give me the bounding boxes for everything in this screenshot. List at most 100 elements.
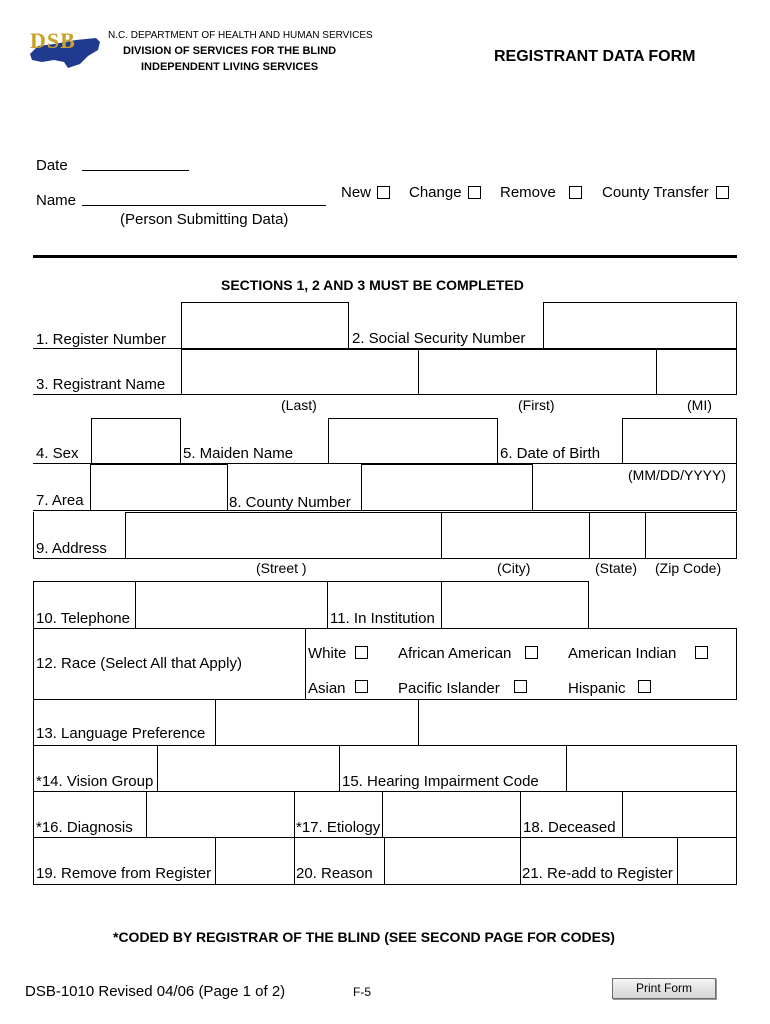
hearing-divider bbox=[566, 745, 567, 792]
county-number-field[interactable] bbox=[361, 464, 533, 511]
section-divider bbox=[33, 255, 737, 258]
remove-divider-2 bbox=[294, 837, 295, 885]
maiden-name-label: 5. Maiden Name bbox=[183, 445, 294, 462]
name-caption: (Person Submitting Data) bbox=[120, 211, 289, 228]
remove-divider-5 bbox=[677, 837, 678, 885]
form-id: DSB-1010 Revised 04/06 (Page 1 of 2) bbox=[25, 983, 286, 1000]
dept-name: N.C. DEPARTMENT OF HEALTH AND HUMAN SERV… bbox=[108, 30, 373, 41]
street-field[interactable] bbox=[125, 512, 442, 559]
state-field[interactable] bbox=[589, 512, 646, 559]
row6-left-edge bbox=[33, 581, 34, 629]
row5-left-edge bbox=[33, 512, 34, 559]
action-county-transfer-checkbox[interactable] bbox=[716, 186, 729, 199]
area-field[interactable] bbox=[90, 464, 228, 511]
register-number-label: 1. Register Number bbox=[36, 331, 167, 348]
action-change-label: Change bbox=[409, 184, 462, 201]
readd-register-field[interactable] bbox=[678, 838, 736, 884]
remove-register-field[interactable] bbox=[216, 838, 294, 884]
reason-label: 20. Reason bbox=[296, 865, 373, 882]
register-number-field[interactable] bbox=[181, 302, 349, 349]
race-african-american-checkbox[interactable] bbox=[525, 646, 538, 659]
sections-notice: SECTIONS 1, 2 AND 3 MUST BE COMPLETED bbox=[221, 277, 524, 293]
action-change-checkbox[interactable] bbox=[468, 186, 481, 199]
readd-register-label: 21. Re-add to Register bbox=[522, 865, 673, 882]
race-white-label: White bbox=[308, 645, 347, 662]
race-pacific-islander-checkbox[interactable] bbox=[514, 680, 527, 693]
name-label: Name bbox=[36, 192, 77, 209]
sex-field[interactable] bbox=[91, 418, 181, 464]
coded-note: *CODED BY REGISTRAR OF THE BLIND (SEE SE… bbox=[113, 929, 615, 945]
telephone-field[interactable] bbox=[135, 581, 328, 629]
action-remove-checkbox[interactable] bbox=[569, 186, 582, 199]
program-name: INDEPENDENT LIVING SERVICES bbox=[141, 61, 319, 73]
etiology-label: *17. Etiology bbox=[296, 819, 381, 836]
hearing-code-label: 15. Hearing Impairment Code bbox=[342, 773, 539, 790]
row1-bottom-rule bbox=[33, 348, 543, 349]
race-hispanic-checkbox[interactable] bbox=[638, 680, 651, 693]
deceased-field[interactable] bbox=[623, 792, 736, 837]
race-white-checkbox[interactable] bbox=[355, 646, 368, 659]
dob-label: 6. Date of Birth bbox=[500, 445, 601, 462]
date-label: Date bbox=[36, 157, 68, 174]
vision-group-field[interactable] bbox=[157, 745, 340, 792]
sex-label: 4. Sex bbox=[36, 445, 79, 462]
zip-field[interactable] bbox=[645, 512, 737, 559]
race-african-american-label: African American bbox=[398, 645, 512, 662]
reason-field[interactable] bbox=[385, 838, 520, 884]
diagnosis-field[interactable] bbox=[147, 792, 294, 837]
row2-bottom-rule bbox=[33, 394, 181, 395]
area-label: 7. Area bbox=[36, 492, 84, 509]
maiden-name-field[interactable] bbox=[328, 418, 498, 464]
mi-caption: (MI) bbox=[687, 397, 712, 413]
last-caption: (Last) bbox=[281, 397, 317, 413]
vision-hearing-row bbox=[33, 745, 737, 792]
race-asian-checkbox[interactable] bbox=[355, 680, 368, 693]
first-name-field[interactable] bbox=[418, 349, 657, 395]
street-caption: (Street ) bbox=[256, 560, 307, 576]
in-institution-field[interactable] bbox=[441, 581, 589, 629]
date-field[interactable] bbox=[82, 170, 189, 171]
race-pacific-islander-label: Pacific Islander bbox=[398, 680, 500, 697]
diagnosis-row bbox=[33, 791, 737, 838]
city-caption: (City) bbox=[497, 560, 531, 576]
row4-bottom-rule bbox=[33, 510, 737, 511]
dsb-logo: DSB bbox=[24, 24, 104, 74]
race-asian-label: Asian bbox=[308, 680, 346, 697]
diagnosis-divider-3 bbox=[382, 791, 383, 838]
print-form-button[interactable]: Print Form bbox=[612, 978, 716, 999]
race-label: 12. Race (Select All that Apply) bbox=[36, 655, 242, 672]
ssn-field[interactable] bbox=[543, 302, 737, 349]
last-name-field[interactable] bbox=[181, 349, 419, 395]
language-field[interactable] bbox=[215, 699, 419, 746]
ssn-label: 2. Social Security Number bbox=[352, 330, 526, 347]
action-county-transfer-label: County Transfer bbox=[602, 184, 709, 201]
address-label: 9. Address bbox=[36, 540, 107, 557]
hearing-code-field[interactable] bbox=[567, 745, 737, 792]
diagnosis-divider-4 bbox=[520, 791, 521, 838]
diagnosis-label: *16. Diagnosis bbox=[36, 819, 133, 836]
row3-bottom-rule bbox=[33, 463, 622, 464]
vision-group-label: *14. Vision Group bbox=[36, 773, 154, 790]
county-number-label: 8. County Number bbox=[229, 494, 351, 511]
action-new-checkbox[interactable] bbox=[377, 186, 390, 199]
zip-caption: (Zip Code) bbox=[655, 560, 722, 576]
logo-text: DSB bbox=[30, 28, 76, 53]
middle-initial-field[interactable] bbox=[656, 349, 737, 395]
deceased-label: 18. Deceased bbox=[523, 819, 616, 836]
row4-right-edge bbox=[736, 464, 737, 511]
row5-bottom-rule bbox=[33, 558, 125, 559]
diagnosis-divider-5 bbox=[622, 791, 623, 838]
race-american-indian-label: American Indian bbox=[568, 645, 677, 662]
remove-register-label: 19. Remove from Register bbox=[36, 865, 212, 882]
language-label: 13. Language Preference bbox=[36, 725, 206, 742]
etiology-field[interactable] bbox=[383, 792, 520, 837]
race-american-indian-checkbox[interactable] bbox=[695, 646, 708, 659]
city-field[interactable] bbox=[441, 512, 590, 559]
dob-field[interactable] bbox=[622, 418, 737, 464]
state-caption: (State) bbox=[595, 560, 638, 576]
name-field[interactable] bbox=[82, 205, 326, 206]
action-new-label: New bbox=[341, 184, 372, 201]
diagnosis-divider-2 bbox=[294, 791, 295, 838]
remove-divider-4 bbox=[520, 837, 521, 885]
race-divider bbox=[305, 628, 306, 700]
